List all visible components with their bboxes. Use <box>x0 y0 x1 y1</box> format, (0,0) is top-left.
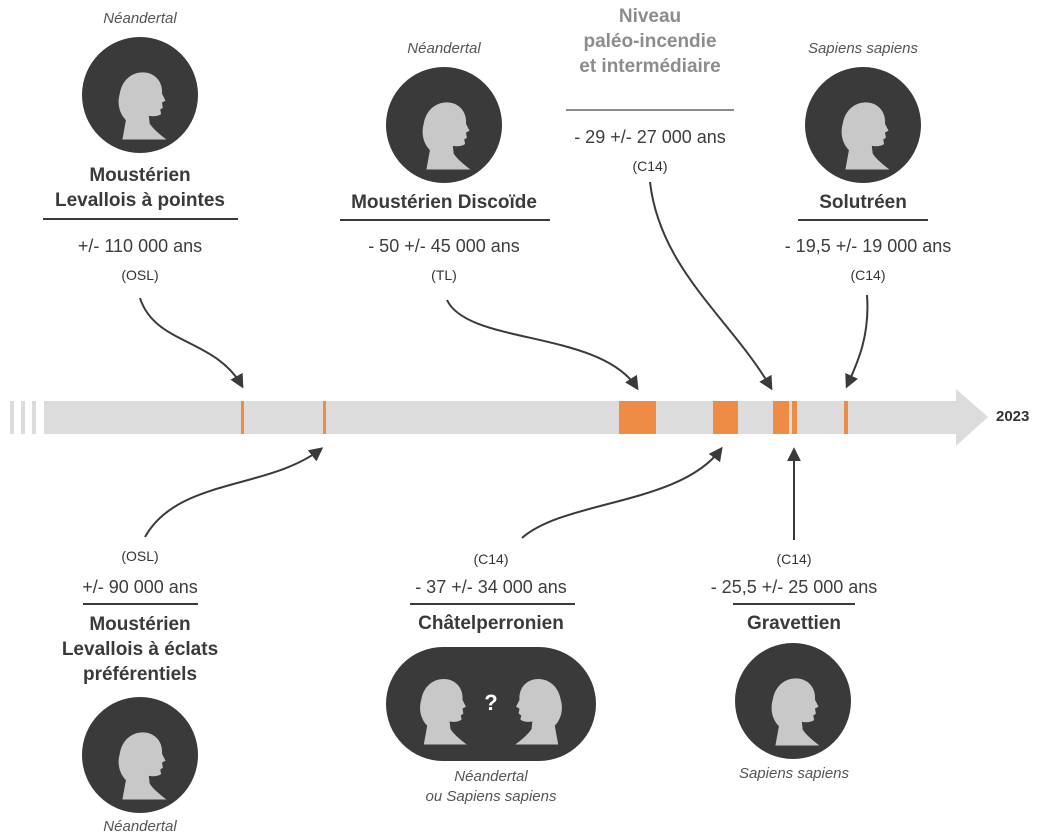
marker-mousterien-discoide <box>619 401 656 434</box>
divider <box>566 109 734 111</box>
arrow-solutreen <box>845 294 869 389</box>
culture-title: Châtelperronien <box>418 613 564 634</box>
method-label: (TL) <box>431 267 457 283</box>
culture-title: Moustérien Levallois à pointes <box>20 163 260 213</box>
arrow-mousterien-pointes <box>139 297 244 389</box>
date-label: - 37 +/- 34 000 ans <box>415 577 567 597</box>
marker-solutreen <box>844 401 848 434</box>
species-label: Néandertal <box>407 40 481 57</box>
culture-title-line: Levallois à éclats <box>61 639 219 660</box>
method-label: (C14) <box>776 551 812 567</box>
species-label: Néandertal <box>103 10 177 27</box>
neanderthal-head-icon <box>82 37 198 153</box>
two-heads-question-icon <box>386 647 596 761</box>
arrow-mousterien-eclats <box>144 447 324 538</box>
timeline-end-year: 2023 <box>996 408 1030 425</box>
culture-title: Niveau paléo-incendie et intermédiaire <box>540 4 760 79</box>
marker-chatelperronien <box>713 401 738 434</box>
date-label: +/- 110 000 ans <box>77 236 203 256</box>
divider <box>43 218 238 220</box>
culture-title: Gravettien <box>747 613 841 634</box>
divider <box>410 603 575 605</box>
culture-title-line: et intermédiaire <box>579 56 721 77</box>
divider <box>83 603 198 605</box>
species-label-line: Néandertal <box>454 768 528 785</box>
method-label: (OSL) <box>121 267 159 283</box>
date-label: - 50 +/- 45 000 ans <box>368 236 520 256</box>
arrow-paleo-incendie <box>649 181 773 391</box>
method-label: (OSL) <box>121 548 159 564</box>
timeline-stripe-2 <box>21 401 25 434</box>
species-label: Sapiens sapiens <box>738 765 850 782</box>
divider <box>733 603 855 605</box>
marker-gravettien <box>792 401 797 434</box>
species-label: Sapiens sapiens <box>807 40 919 57</box>
culture-title-line: Moustérien <box>89 614 191 635</box>
culture-title-line: paléo-incendie <box>583 31 717 52</box>
date-label: - 25,5 +/- 25 000 ans <box>710 577 878 597</box>
marker-mousterien-eclats <box>323 401 326 434</box>
culture-title: Solutréen <box>819 192 907 213</box>
species-label: Néandertal ou Sapiens sapiens <box>381 767 601 807</box>
method-label: (C14) <box>850 267 886 283</box>
method-label: (C14) <box>632 158 668 174</box>
culture-title-line: Moustérien <box>89 165 191 186</box>
marker-mousterien-pointes <box>241 401 244 434</box>
culture-title-line: Niveau <box>618 6 682 27</box>
sapiens-head-icon <box>735 643 851 759</box>
species-label-line: ou Sapiens sapiens <box>425 788 557 805</box>
timeline-bar <box>44 401 958 434</box>
neanderthal-head-icon <box>386 67 502 183</box>
date-label: - 29 +/- 27 000 ans <box>574 127 726 147</box>
date-label: - 19,5 +/- 19 000 ans <box>784 236 952 256</box>
timeline-stripe-3 <box>32 401 36 434</box>
culture-title-line: Levallois à pointes <box>55 190 225 211</box>
method-label: (C14) <box>473 551 509 567</box>
species-label: Néandertal <box>103 818 177 835</box>
question-mark: ? <box>484 690 498 715</box>
divider <box>798 219 928 221</box>
marker-paleo-incendie <box>773 401 789 434</box>
culture-title: Moustérien Discoïde <box>351 192 537 213</box>
culture-title-line: préférentiels <box>82 664 198 685</box>
culture-title: Moustérien Levallois à éclats préférenti… <box>20 612 260 687</box>
divider <box>340 219 550 221</box>
arrow-chatelperronien <box>521 446 723 539</box>
arrow-mousterien-discoide <box>446 299 639 391</box>
date-label: +/- 90 000 ans <box>82 577 198 597</box>
timeline-stripe-1 <box>10 401 14 434</box>
neanderthal-head-icon <box>82 697 198 813</box>
timeline-arrow-head <box>956 389 988 446</box>
sapiens-head-icon <box>805 67 921 183</box>
